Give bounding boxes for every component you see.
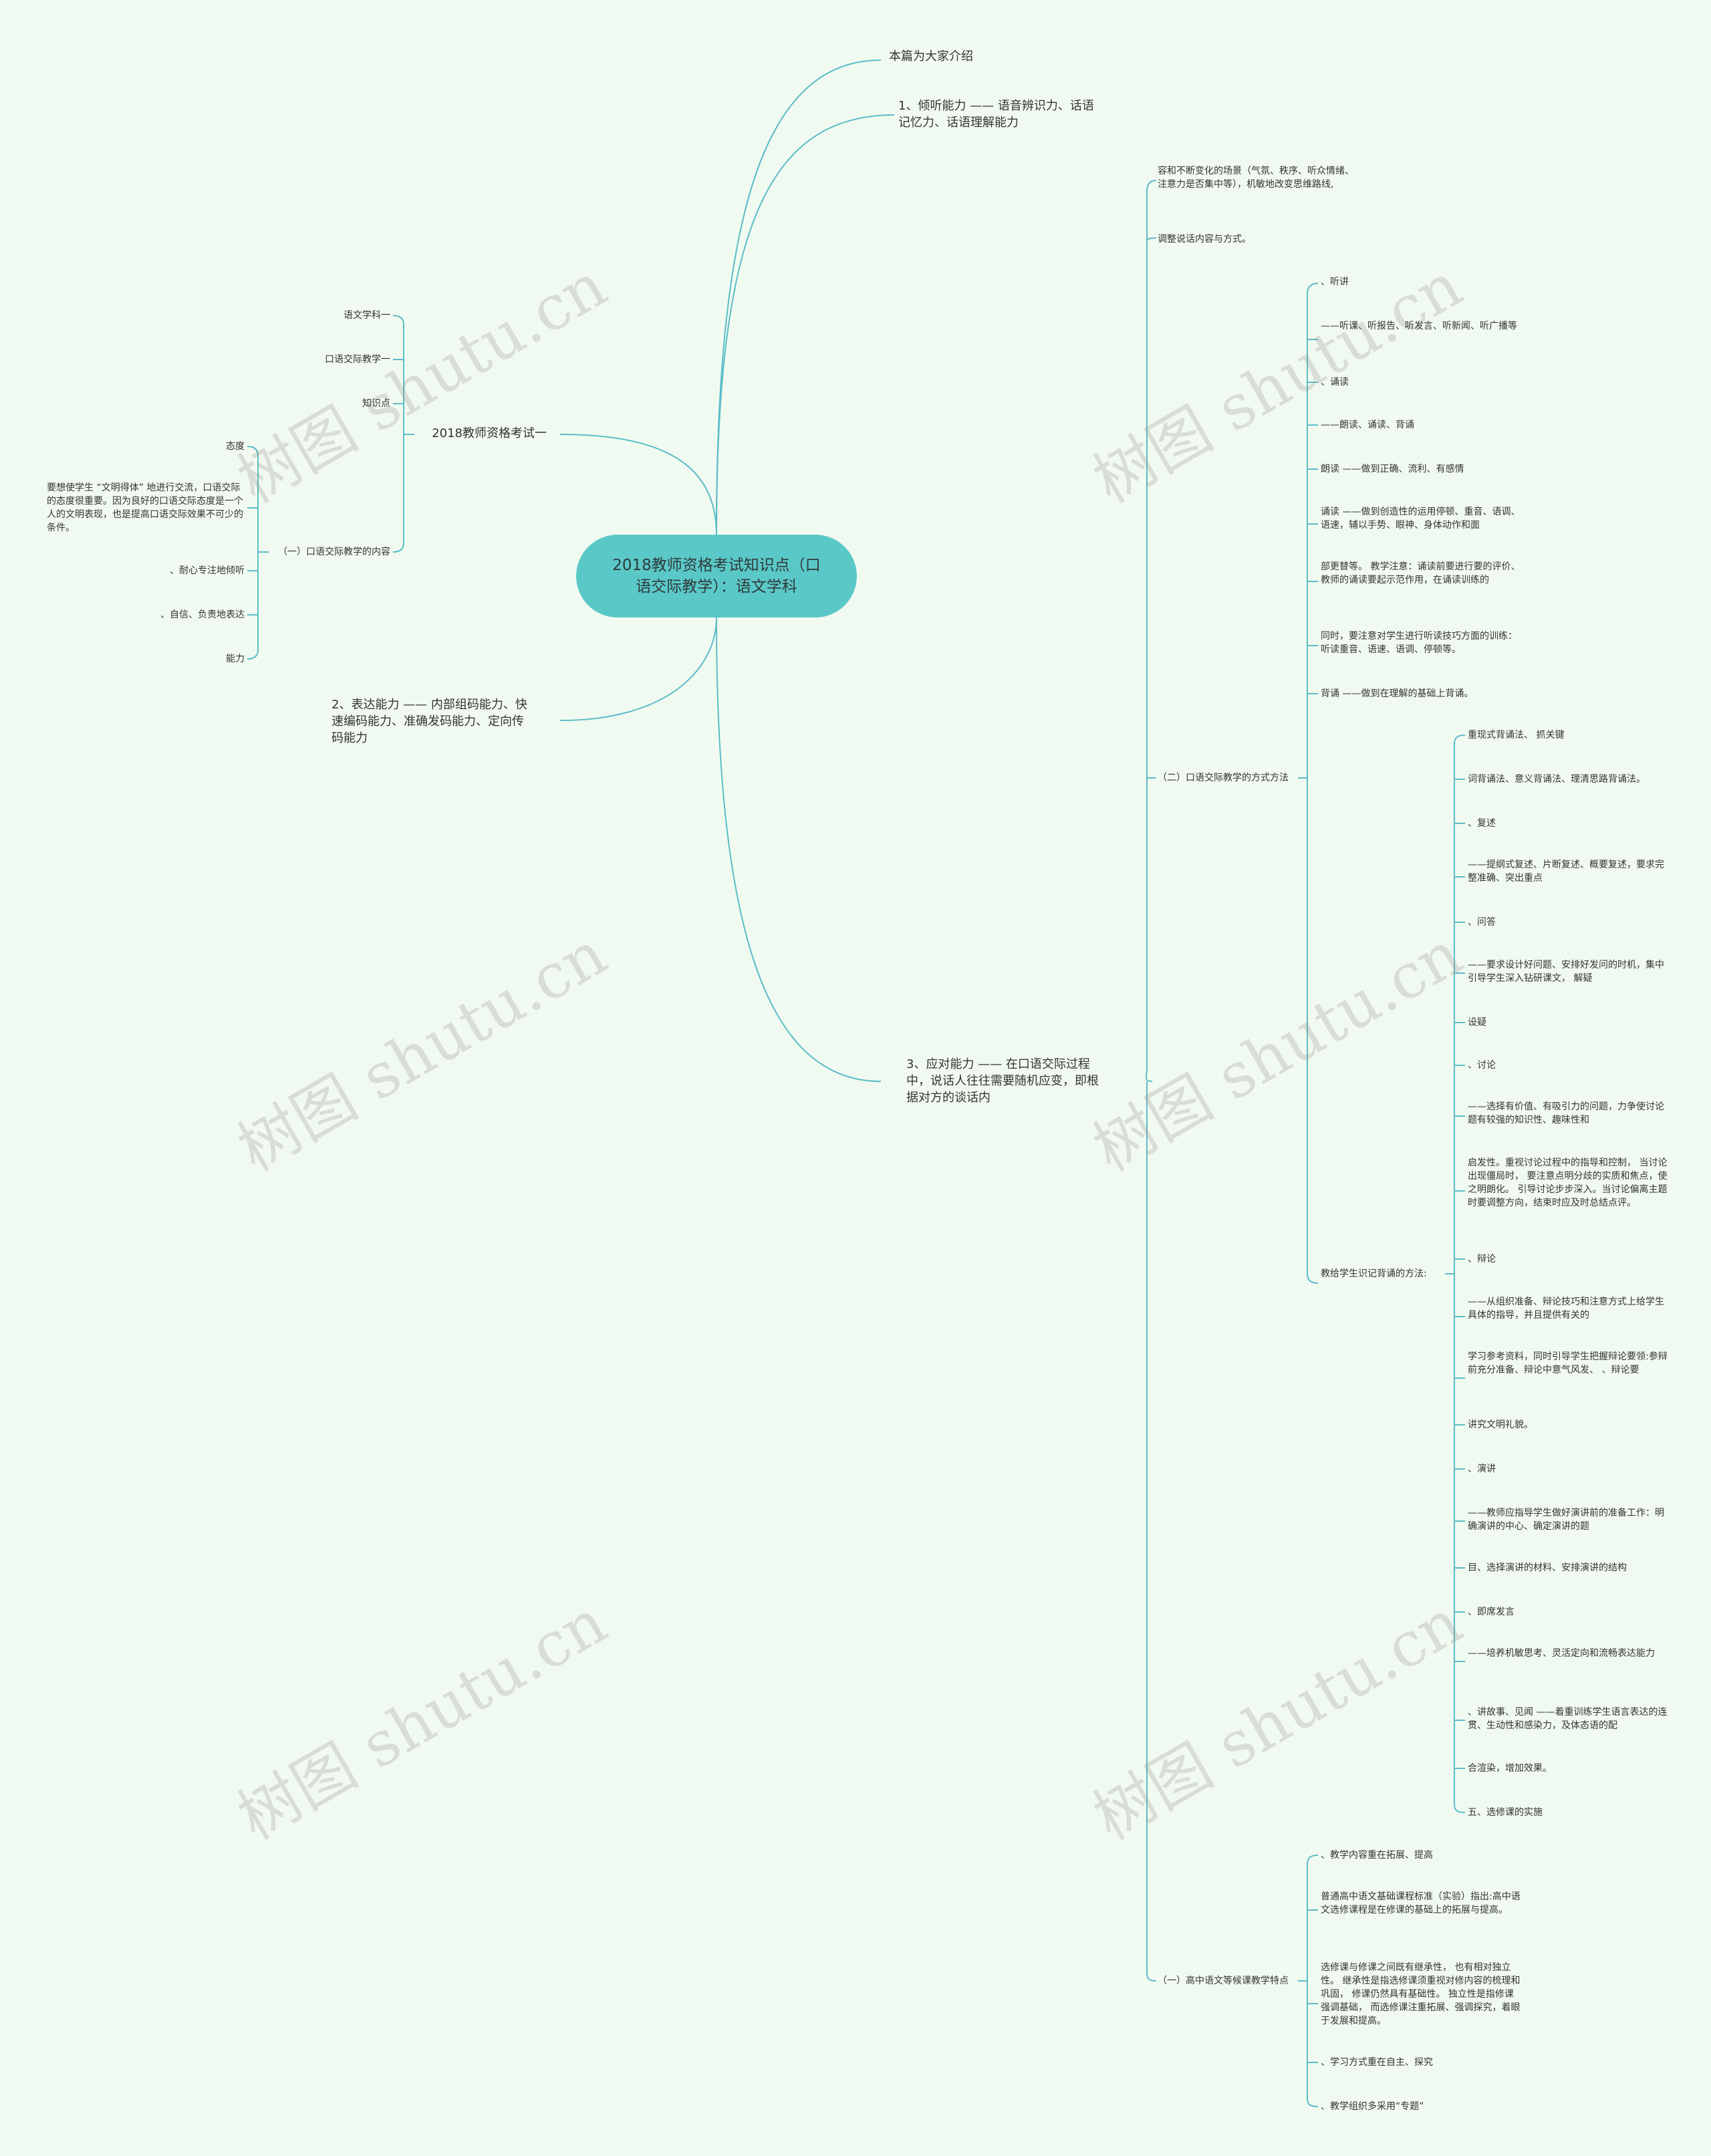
exam-item[interactable]: 口语交际教学一 — [325, 354, 390, 365]
link-methods-vertical — [1307, 283, 1319, 778]
method-item[interactable]: 、诵读 — [1321, 377, 1349, 388]
sub-item[interactable]: ——选择有价值、有吸引力的问题，力争使讨论题有较强的知识性、趣味性和 — [1468, 1101, 1664, 1125]
link-features-vertical — [1307, 1855, 1319, 1981]
sub-item[interactable]: ——培养机敏思考、灵活定向和流畅表达能力 — [1468, 1648, 1655, 1659]
link-respond — [716, 617, 882, 1082]
link-respond-vertical — [1145, 180, 1157, 1082]
content-item[interactable]: 能力 — [226, 654, 245, 664]
feature-item[interactable]: 普通高中语文基础课程标准（实验）指出:高中语文选修课程是在修课的基础上的拓展与提… — [1321, 1891, 1521, 1915]
sub-item[interactable]: 五、选修课的实施 — [1468, 1807, 1543, 1818]
method-item[interactable]: ——听课、听报告、听发言、听新闻、听广播等 — [1321, 321, 1517, 331]
sub-item[interactable]: 、复述 — [1468, 818, 1496, 829]
node-respond-c1[interactable]: 容和不断变化的场景（气氛、秩序、听众情绪、注意力是否集中等），机敏地改变思维路线… — [1158, 166, 1354, 190]
sub-item[interactable]: ——从组织准备、辩论技巧和注意方式上给学生具体的指导，并且提供有关的 — [1468, 1297, 1664, 1321]
node-content[interactable]: （一）口语交际教学的内容 — [278, 547, 390, 557]
sub-item[interactable]: 合渲染，增加效果。 — [1468, 1763, 1552, 1774]
content-item[interactable]: 、耐心专注地倾听 — [170, 565, 245, 576]
node-respond-c2[interactable]: 调整说话内容与方式。 — [1158, 234, 1251, 245]
link-express — [559, 617, 717, 721]
method-item[interactable]: 背诵 ——做到在理解的基础上背诵。 — [1321, 688, 1474, 699]
node-methods[interactable]: （二）口语交际教学的方式方法 — [1158, 773, 1289, 783]
node-respond[interactable]: 3、应对能力 —— 在口语交际过程中，说话人往往需要随机应变，即根据对方的谈话内 — [906, 1057, 1099, 1105]
link-listen — [716, 114, 895, 535]
sub-item[interactable]: 、辩论 — [1468, 1254, 1496, 1264]
method-item[interactable]: 同时，要注意对学生进行听读技巧方面的训练：听读重音、语速、语调、停顿等。 — [1321, 631, 1517, 655]
feature-item[interactable]: 、教学组织多采用“专题” — [1321, 2101, 1424, 2112]
sub-item[interactable]: 、讲故事、见闻 ——着重训练学生语言表达的连贯、生动性和感染力，及体态语的配 — [1468, 1707, 1668, 1731]
method-item[interactable]: ——朗读、诵读、背诵 — [1321, 420, 1414, 430]
method-item[interactable]: 、听讲 — [1321, 277, 1349, 287]
sub-item[interactable]: 重现式背诵法、 抓关键 — [1468, 730, 1565, 740]
sub-item[interactable]: ——教师应指导学生做好演讲前的准备工作：明确演讲的中心、确定演讲的题 — [1468, 1508, 1664, 1532]
sub-item[interactable]: 目、选择演讲的材料、安排演讲的结构 — [1468, 1563, 1627, 1573]
root-label: 2018教师资格考试知识点（口语交际教学）：语文学科 — [612, 557, 821, 595]
exam-item[interactable]: 语文学科一 — [344, 310, 390, 321]
node-listen[interactable]: 1、倾听能力 —— 语音辨识力、话语记忆力、话语理解能力 — [898, 99, 1094, 130]
method-item[interactable]: 教给学生识记背诵的方法: — [1321, 1268, 1427, 1279]
sub-item[interactable]: 设疑 — [1468, 1017, 1486, 1028]
feature-item[interactable]: 选修课与修课之间既有继承性， 也有相对独立性。 继承性是指选修课须重视对修内容的… — [1321, 1962, 1521, 2026]
sub-item[interactable]: ——提纲式复述、片断复述、概要复述，要求完整准确、突出重点 — [1468, 859, 1664, 884]
sub-item[interactable]: ——要求设计好问题、安排好发问的时机，集中引导学生深入钻研课文， 解疑 — [1468, 960, 1664, 984]
sub-item[interactable]: 词背诵法、意义背诵法、理清思路背诵法。 — [1468, 774, 1646, 785]
sub-item[interactable]: 启发性。重视讨论过程中的指导和控制， 当讨论出现僵局时， 要注意点明分歧的实质和… — [1468, 1158, 1668, 1208]
root-topic[interactable]: 2018教师资格考试知识点（口语交际教学）：语文学科 — [576, 535, 857, 618]
node-exam[interactable]: 2018教师资格考试一 — [432, 426, 547, 440]
link-content-vertical — [247, 446, 259, 552]
exam-item[interactable]: 知识点 — [362, 398, 390, 409]
sub-item[interactable]: 学习参考资料，同时引导学生把握辩论要领:参辩前充分准备、辩论中意气风发、 、辩论… — [1468, 1351, 1668, 1375]
method-item[interactable]: 部更替等。 教学注意：诵读前要进行要的评价、 教师的诵读要起示范作用，在诵读训练… — [1321, 561, 1521, 585]
node-features[interactable]: （一）高中语文等候课教学特点 — [1158, 1976, 1289, 1986]
feature-item[interactable]: 、学习方式重在自主、探究 — [1321, 2057, 1433, 2068]
link-intro — [716, 59, 882, 535]
link-exam — [559, 434, 717, 535]
sub-item[interactable]: 、即席发言 — [1468, 1607, 1515, 1617]
content-item[interactable]: 、自信、负责地表达 — [160, 610, 245, 620]
sub-item[interactable]: 、问答 — [1468, 917, 1496, 928]
content-item[interactable]: 要想使学生 “文明得体” 地进行交流，口语交际的态度很重要。因为良好的口语交际态… — [47, 483, 243, 533]
sub-item[interactable]: 讲究文明礼貌。 — [1468, 1420, 1533, 1430]
sub-item[interactable]: 、演讲 — [1468, 1464, 1496, 1474]
link-sub-vertical — [1454, 734, 1466, 1274]
link-exam-vertical — [392, 315, 404, 434]
sub-item[interactable]: 、讨论 — [1468, 1060, 1496, 1071]
feature-item[interactable]: 、教学内容重在拓展、提高 — [1321, 1850, 1433, 1861]
node-express[interactable]: 2、表达能力 —— 内部组码能力、快速编码能力、准确发码能力、定向传码能力 — [332, 698, 527, 745]
node-intro[interactable]: 本篇为大家介绍 — [889, 49, 973, 63]
content-item[interactable]: 态度 — [226, 441, 245, 452]
method-item[interactable]: 朗读 ——做到正确、流利、有感情 — [1321, 464, 1464, 475]
method-item[interactable]: 诵读 ——做到创造性的运用停顿、重音、语调、语速，辅以手势、眼神、身体动作和面 — [1321, 507, 1521, 531]
